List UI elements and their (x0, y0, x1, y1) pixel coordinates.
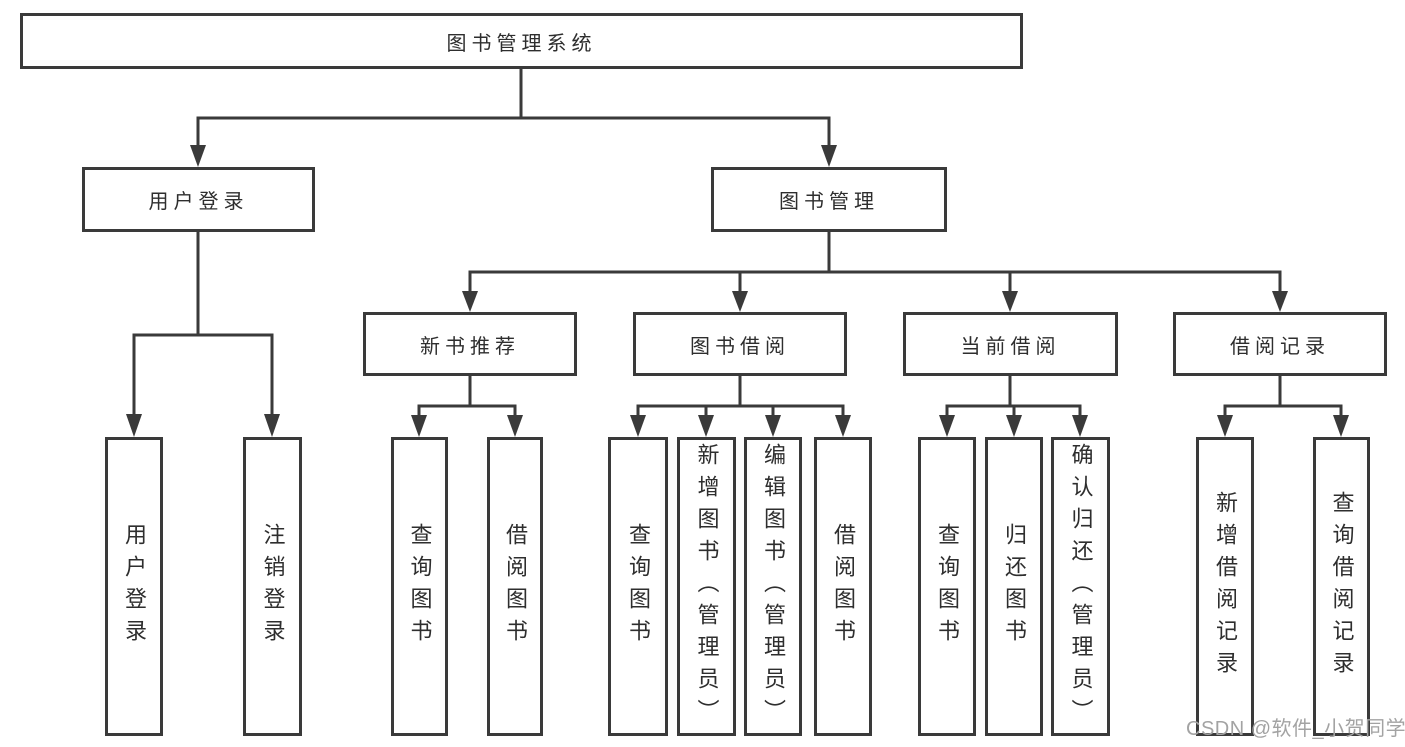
node-current-borrowing: 当前借阅 (903, 312, 1118, 376)
leaf-query-book-borrowing: 查询图书 (608, 437, 668, 736)
leaf-user-login: 用户登录 (105, 437, 163, 736)
connector-user-login-to-leaves (126, 232, 280, 437)
leaf-label: 查询图书 (626, 522, 651, 651)
node-user-login: 用户登录 (82, 167, 315, 232)
leaf-label: 用户登录 (122, 522, 147, 651)
leaf-query-book-newbook: 查询图书 (391, 437, 448, 736)
leaf-return-book: 归还图书 (985, 437, 1043, 736)
leaf-confirm-return-admin: 确认归还（管理员） (1051, 437, 1110, 736)
connector-book-mgmt-to-level3 (462, 232, 1288, 312)
node-label: 当前借阅 (960, 335, 1061, 358)
leaf-label: 新增图书（管理员） (694, 442, 720, 731)
node-book-management: 图书管理 (711, 167, 947, 232)
leaf-edit-book-admin: 编辑图书（管理员） (744, 437, 802, 736)
leaf-label: 编辑图书（管理员） (761, 442, 786, 731)
leaf-label: 查询图书 (935, 522, 960, 651)
node-label: 用户登录 (148, 191, 249, 213)
leaf-label: 查询借阅记录 (1329, 490, 1355, 683)
node-root-library-system: 图书管理系统 (20, 13, 1023, 69)
leaf-label: 新增借阅记录 (1213, 490, 1238, 683)
leaf-label: 归还图书 (1002, 522, 1027, 651)
leaf-add-borrow-record: 新增借阅记录 (1196, 437, 1254, 736)
leaf-logout: 注销登录 (243, 437, 302, 736)
leaf-label: 借阅图书 (831, 522, 856, 651)
leaf-query-borrow-record: 查询借阅记录 (1313, 437, 1370, 736)
connector-root-to-level2 (190, 69, 837, 167)
leaf-add-book-admin: 新增图书（管理员） (677, 437, 736, 736)
leaf-label: 借阅图书 (503, 522, 528, 651)
node-label: 图书管理 (779, 191, 879, 213)
connector-current-borrow-to-leaves (939, 376, 1088, 437)
node-new-book-recommend: 新书推荐 (363, 312, 577, 376)
connector-new-book-to-leaves (411, 376, 523, 437)
leaf-label: 注销登录 (260, 522, 286, 651)
node-borrow-records: 借阅记录 (1173, 312, 1387, 376)
node-label: 图书借阅 (690, 335, 790, 358)
leaf-borrow-book-borrowing: 借阅图书 (814, 437, 872, 736)
leaf-borrow-book-newbook: 借阅图书 (487, 437, 543, 736)
connector-borrow-record-to-leaves (1217, 376, 1349, 437)
csdn-watermark: CSDN @软件_小贺同学 (1186, 718, 1405, 740)
node-book-borrowing: 图书借阅 (633, 312, 847, 376)
node-label: 图书管理系统 (446, 32, 597, 55)
node-label: 新书推荐 (420, 335, 520, 358)
node-label: 借阅记录 (1230, 335, 1330, 358)
connector-book-borrow-to-leaves (630, 376, 851, 437)
leaf-label: 查询图书 (407, 522, 433, 651)
leaf-label: 确认归还（管理员） (1068, 442, 1094, 731)
leaf-query-book-current: 查询图书 (918, 437, 976, 736)
